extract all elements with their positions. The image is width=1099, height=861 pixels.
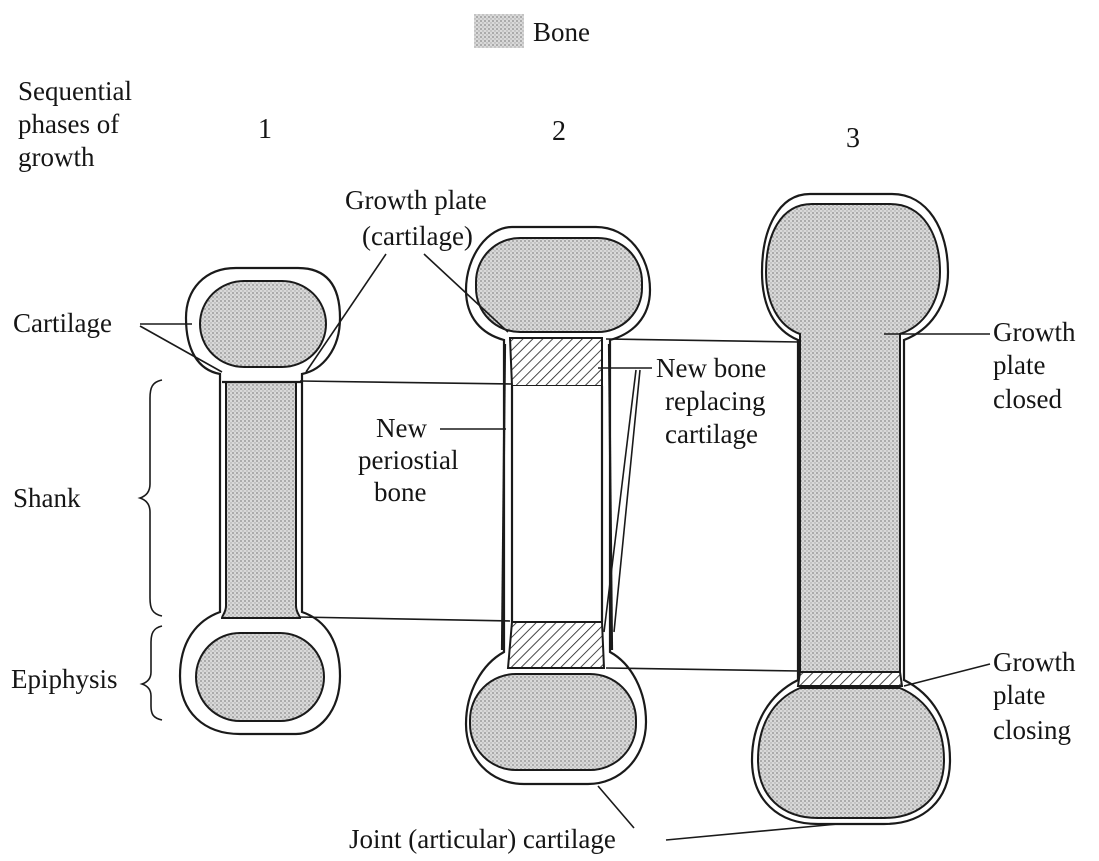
label-periostial-line-2: periostial — [358, 445, 458, 475]
label-cartilage: Cartilage — [13, 308, 222, 372]
label-newbone-line-2: replacing — [665, 386, 765, 416]
bone-phase-2 — [466, 227, 650, 784]
phase-number-1: 1 — [258, 114, 272, 145]
label-closed-line-1: Growth — [993, 317, 1076, 347]
label-closing-line-2: plate — [993, 680, 1045, 710]
label-closed-line-3: closed — [993, 384, 1062, 414]
phases-title-line-1: Sequential — [18, 76, 132, 106]
label-cartilage-text: Cartilage — [13, 308, 112, 338]
bone-phase-3 — [752, 194, 950, 824]
label-closing-line-3: closing — [993, 715, 1071, 745]
legend-swatch — [474, 14, 524, 48]
label-epiphysis-text: Epiphysis — [11, 664, 118, 694]
bone1-top-epiphysis-bone — [200, 281, 326, 367]
label-joint-cartilage: Joint (articular) cartilage — [349, 786, 838, 854]
bone3-closing-plate-hatch — [798, 672, 902, 686]
phases-title: Sequential phases of growth — [18, 76, 132, 172]
bone-phase-1 — [180, 268, 340, 734]
bone2-lower-growth-plate-hatch — [508, 622, 604, 668]
label-closed-line-2: plate — [993, 350, 1045, 380]
label-periostial-line-3: bone — [374, 477, 427, 507]
bone2-upper-growth-plate-hatch — [510, 338, 602, 386]
phase-number-2: 2 — [552, 116, 566, 147]
phases-title-line-3: growth — [18, 142, 95, 172]
label-newbone-line-1: New bone — [656, 353, 766, 383]
label-growth-plate-line-2: (cartilage) — [362, 221, 473, 251]
bone2-bottom-epiphysis-bone — [470, 674, 636, 770]
label-joint-text: Joint (articular) cartilage — [349, 824, 616, 854]
legend-label: Bone — [533, 17, 590, 47]
shank-brace — [140, 380, 162, 616]
bone1-bottom-epiphysis-bone — [196, 633, 324, 721]
bone3-bottom-bone-fill — [758, 688, 944, 818]
phases-title-line-2: phases of — [18, 109, 119, 139]
bone3-bone-fill — [766, 204, 940, 672]
label-newbone-line-3: cartilage — [665, 419, 758, 449]
label-epiphysis: Epiphysis — [11, 626, 162, 720]
bone2-shaft — [512, 386, 602, 622]
label-periostial-line-1: New — [376, 413, 427, 443]
label-shank: Shank — [13, 380, 162, 616]
label-shank-text: Shank — [13, 483, 81, 513]
label-closing-line-1: Growth — [993, 647, 1076, 677]
label-new-periostial-bone: New periostial bone — [358, 413, 506, 507]
bone2-top-epiphysis-bone — [476, 238, 642, 332]
phase-number-3: 3 — [846, 123, 860, 154]
label-growth-plate-closed: Growth plate closed — [884, 317, 1076, 414]
label-new-bone-replacing-cartilage: New bone replacing cartilage — [598, 353, 766, 632]
legend: Bone — [474, 14, 590, 48]
bone1-shaft-bone — [222, 382, 300, 618]
label-growth-plate-line-1: Growth plate — [345, 185, 487, 215]
epiphysis-brace — [142, 626, 162, 720]
